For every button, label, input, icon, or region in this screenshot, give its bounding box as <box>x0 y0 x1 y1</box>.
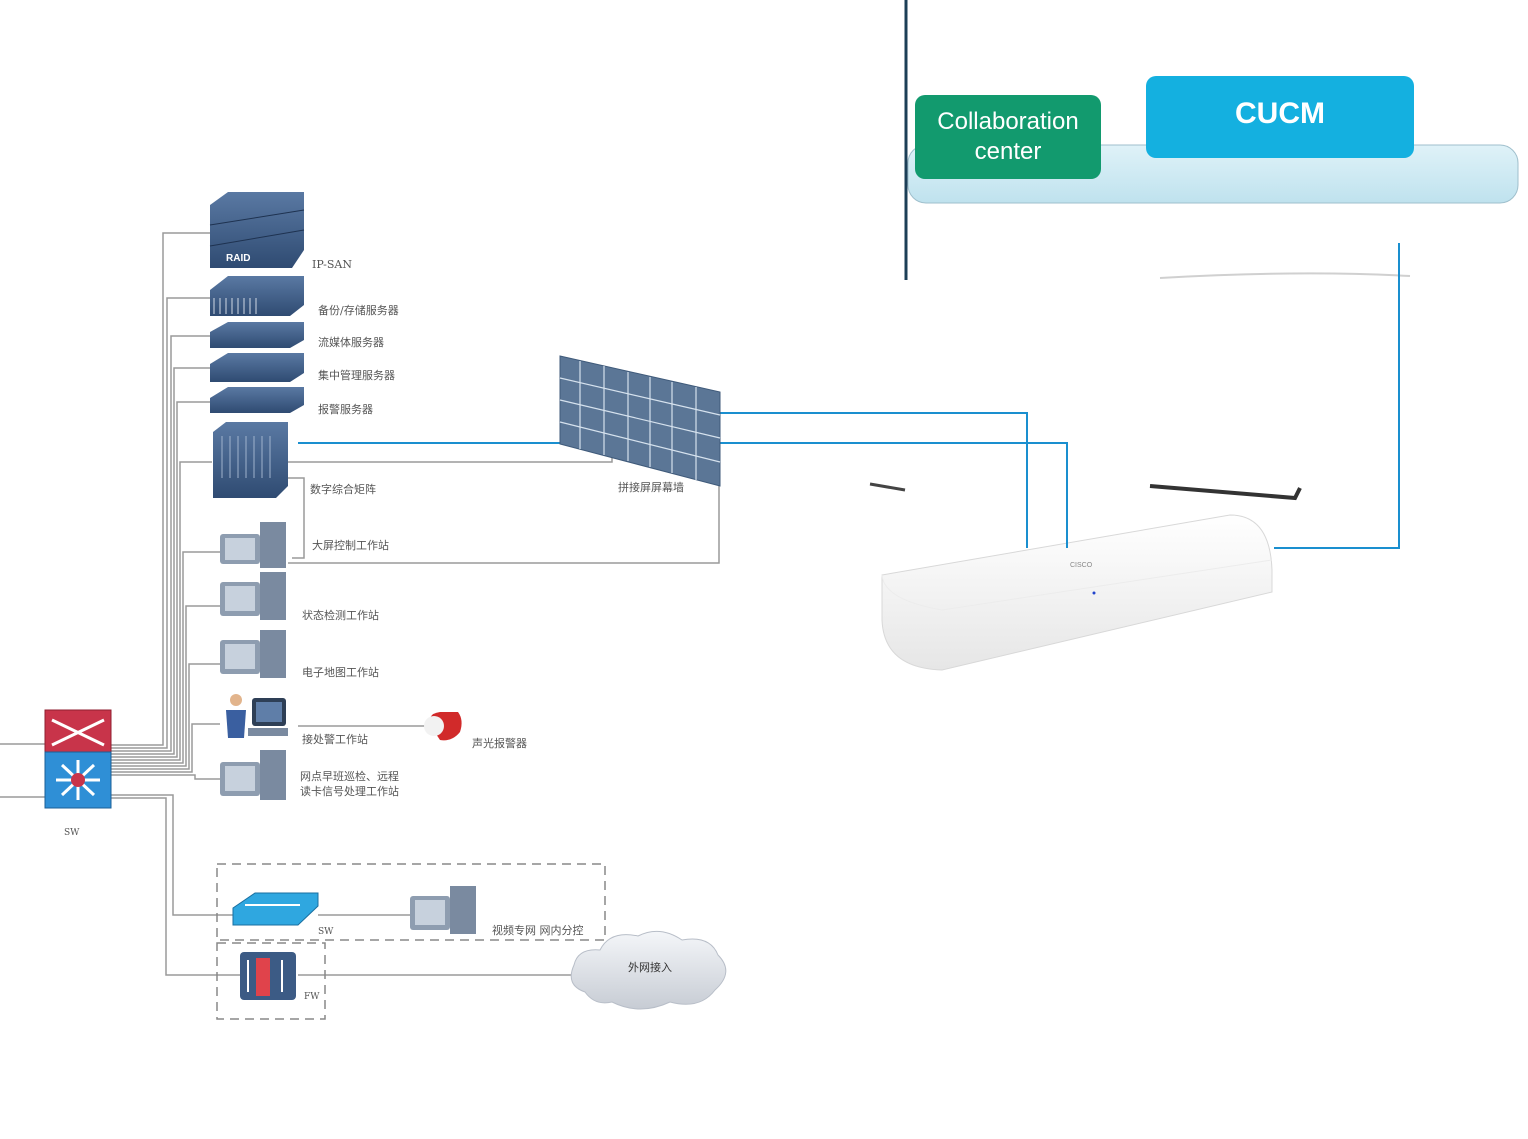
label-patrol-ws: 网点早班巡检、远程读卡信号处理工作站 <box>300 770 399 798</box>
blue-links <box>298 243 1400 549</box>
internet-cloud-icon <box>570 930 727 1010</box>
status-workstation-icon <box>220 572 286 620</box>
decorative-arc <box>1159 272 1411 279</box>
collaboration-center-label: Collaboration center <box>937 108 1079 165</box>
video-net-group <box>216 863 606 941</box>
cisco-appliance-icon <box>881 514 1273 671</box>
label-video-net: 视频专网 网内分控 <box>492 924 584 937</box>
label-access-switch: SW <box>318 927 334 937</box>
laptop-edge-right <box>1149 484 1302 501</box>
svg-text:RAID: RAID <box>226 253 250 264</box>
label-video-wall: 拼接屏屏幕墙 <box>618 481 684 494</box>
cisco-logo: CISCO <box>1070 562 1093 569</box>
firewall-icon <box>240 952 296 1000</box>
collaboration-center-box <box>915 95 1101 179</box>
screen-ctrl-workstation-icon <box>220 522 286 568</box>
laptop-edge-left <box>869 482 906 492</box>
label-firewall: FW <box>304 992 320 1002</box>
label-alert-ws: 接处警工作站 <box>302 733 368 746</box>
label-matrix: 数字综合矩阵 <box>310 483 376 496</box>
siren-icon <box>424 712 462 741</box>
ip-san-icon: RAID <box>209 192 305 268</box>
firewall-group <box>216 942 326 1020</box>
access-switch-icon <box>232 892 319 926</box>
label-ext-net: 外网接入 <box>628 961 672 974</box>
cucm-label: CUCM <box>1235 97 1325 130</box>
cucm-box <box>1146 76 1414 158</box>
label-ip-san: IP-SAN <box>312 258 352 271</box>
video-net-workstation-icon <box>410 886 476 934</box>
patrol-workstation-icon <box>220 750 286 800</box>
matrix-icon <box>213 422 288 498</box>
label-map-ws: 电子地图工作站 <box>302 666 379 679</box>
mgmt-server-icon <box>210 353 304 382</box>
stream-server-icon <box>210 322 304 348</box>
label-mgmt-server: 集中管理服务器 <box>318 369 395 382</box>
core-switch-icon <box>44 709 112 809</box>
label-backup-server: 备份/存储服务器 <box>318 304 399 317</box>
label-siren: 声光报警器 <box>472 737 527 750</box>
operator-workstation-icon <box>226 694 288 738</box>
label-core-switch: SW <box>64 828 80 838</box>
label-status-ws: 状态检测工作站 <box>302 609 379 622</box>
backup-server-icon <box>210 276 304 316</box>
label-alarm-server: 报警服务器 <box>318 403 373 416</box>
label-screen-ctrl: 大屏控制工作站 <box>312 539 389 552</box>
map-workstation-icon <box>220 630 286 678</box>
label-stream-server: 流媒体服务器 <box>318 336 384 349</box>
alarm-server-icon <box>210 387 304 413</box>
video-wall-icon <box>559 355 721 487</box>
